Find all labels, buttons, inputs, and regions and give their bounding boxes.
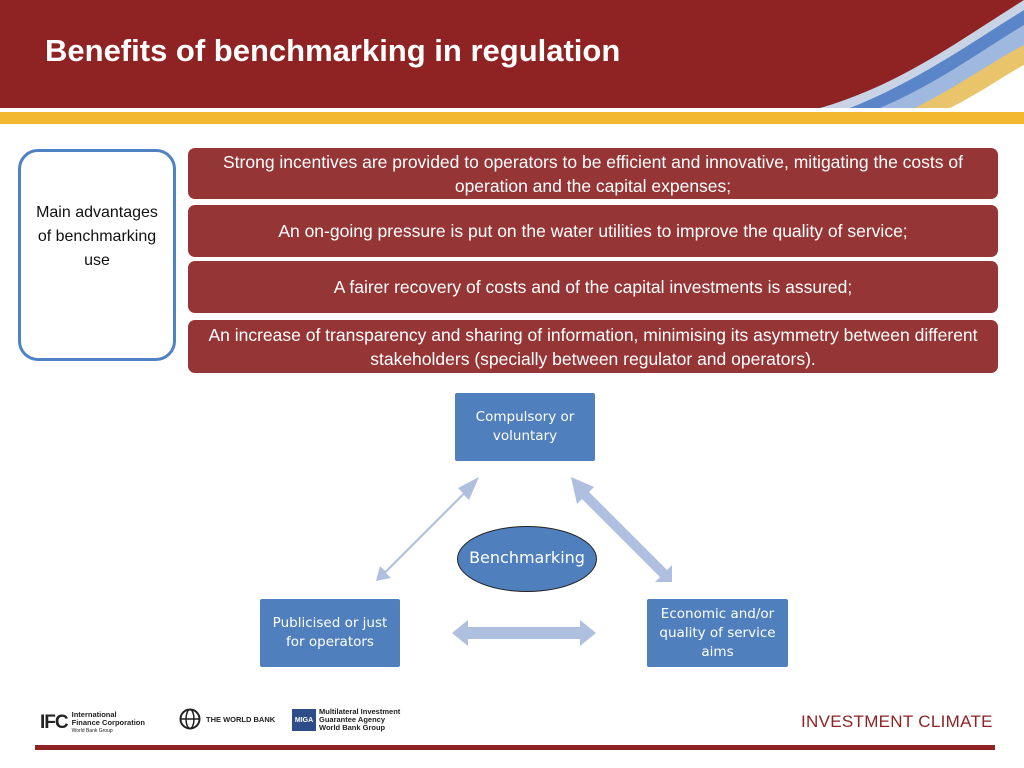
advantage-item-cost-recovery: A fairer recovery of costs and of the ca… [188,261,998,313]
advantage-item-quality-pressure: An on-going pressure is put on the water… [188,205,998,257]
miga-logo: MIGA Multilateral Investment Guarantee A… [292,708,400,732]
diagram-node-publicised: Publicised or just for operators [260,599,400,667]
diagram-node-aims: Economic and/or quality of service aims [647,599,788,667]
ifc-logo: IFC International Finance Corporation Wo… [40,711,145,735]
miga-logo-line2: Guarantee Agency [319,715,385,724]
world-bank-label: THE WORLD BANK [206,714,276,724]
miga-logo-line3: World Bank Group [319,723,386,732]
miga-logo-line1: Multilateral Investment [319,707,401,716]
investment-climate-tagline: INVESTMENT CLIMATE [801,712,993,731]
header-divider-gold [0,112,1024,124]
page-title: Benefits of benchmarking in regulation [45,33,621,68]
arrow-top-left [376,477,479,581]
footer-divider [35,745,995,750]
ifc-logo-mark: IFC [40,712,69,733]
ifc-logo-line3: World Bank Group [71,728,113,734]
main-advantages-label: Main advantages of benchmarking use [36,204,158,269]
advantage-item-transparency: An increase of transparency and sharing … [188,320,998,373]
miga-logo-mark: MIGA [292,709,316,731]
arrow-top-right [571,477,672,582]
arrow-horizontal [452,620,596,646]
globe-icon [179,708,201,730]
ifc-logo-line1: International [71,710,117,719]
world-bank-logo: THE WORLD BANK [179,708,275,730]
diagram-node-compulsory: Compulsory or voluntary [455,393,595,461]
ifc-logo-line2: Finance Corporation [71,718,145,727]
header-divider-white [0,108,1024,112]
main-advantages-box: Main advantages of benchmarking use [18,149,176,361]
slide-header: Benefits of benchmarking in regulation [0,0,1024,108]
advantage-item-incentives: Strong incentives are provided to operat… [188,148,998,199]
diagram-center-benchmarking: Benchmarking [457,526,597,592]
header-swoosh-decoration [820,0,1024,108]
